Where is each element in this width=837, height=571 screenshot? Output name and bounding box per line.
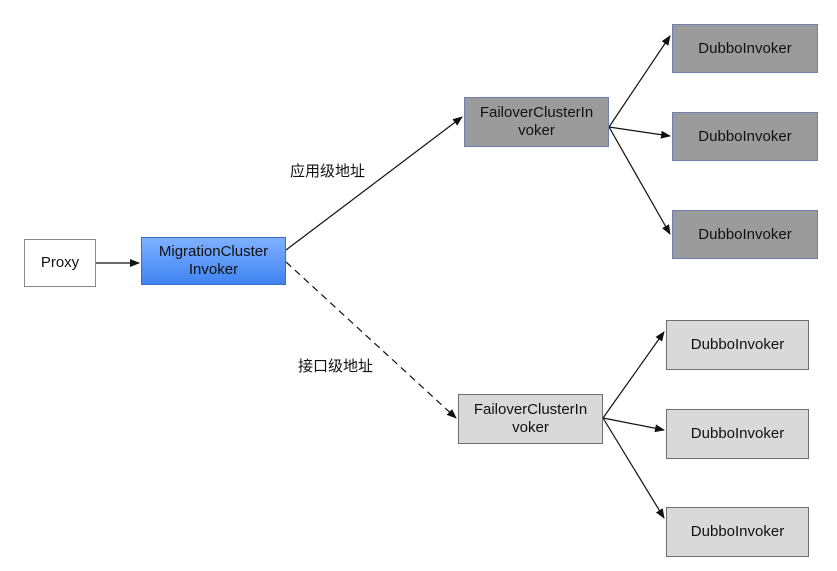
proxy-node: Proxy [24,239,96,287]
dubbo-invoker-interface-node-3: DubboInvoker [666,507,809,557]
dubbo-invoker-app-node-3: DubboInvoker [672,210,818,259]
edge-label-interface-level: 接口级地址 [298,357,374,375]
dubbo-invoker-app-node-1: DubboInvoker [672,24,818,73]
edge-failover-app-to-dubbo-2 [608,126,671,139]
edge-failover-app-to-dubbo-3 [608,126,671,235]
failover-cluster-invoker-app-node: FailoverClusterIn voker [464,97,609,147]
dubbo-invoker-interface-node-2: DubboInvoker [666,409,809,459]
failover-cluster-invoker-interface-node: FailoverClusterIn voker [458,394,603,444]
dubbo-invoker-app-node-2: DubboInvoker [672,112,818,161]
dubbo-invoker-interface-node-1: DubboInvoker [666,320,809,370]
edge-failover-interface-to-dubbo-3 [602,417,665,519]
edge-migration-to-failover-app [285,116,463,251]
migration-cluster-invoker-node: MigrationCluster Invoker [141,237,286,285]
edge-migration-to-failover-interface [285,261,457,419]
edge-failover-interface-to-dubbo-2 [602,417,665,433]
edge-label-app-level: 应用级地址 [290,162,366,180]
edge-failover-app-to-dubbo-1 [608,35,671,128]
edge-failover-interface-to-dubbo-1 [602,331,665,419]
